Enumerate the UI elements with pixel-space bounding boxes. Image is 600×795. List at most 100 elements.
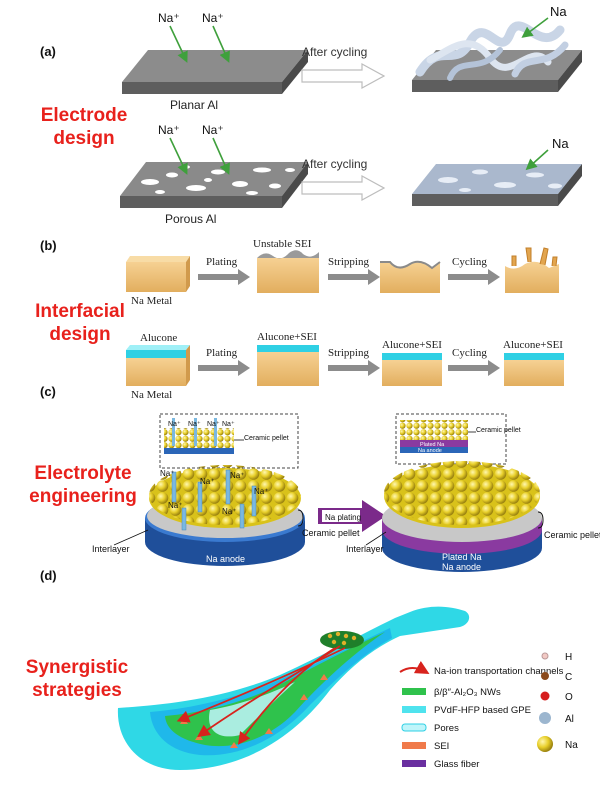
na-ion-label: Na⁺ bbox=[222, 507, 236, 516]
na-metal-label: Na Metal bbox=[131, 295, 172, 307]
section-title-electrode: Electrode design bbox=[24, 104, 144, 150]
panel-d: Na-ion transportation channels β/β″-Al₂O… bbox=[117, 606, 578, 770]
na-metal-block bbox=[126, 256, 190, 292]
section-title-electrolyte: Electrolyte engineering bbox=[8, 462, 158, 508]
atom-label: Na bbox=[565, 740, 578, 751]
legend: Na-ion transportation channels β/β″-Al₂O… bbox=[399, 660, 564, 770]
cycling-label: Cycling bbox=[452, 256, 487, 268]
atom-label: Al bbox=[565, 714, 574, 725]
section-title-synergistic: Synergistic strategies bbox=[12, 656, 142, 702]
na-ion-label: Na⁺ bbox=[160, 469, 174, 478]
ceramic-pellet-label: Ceramic pellet bbox=[544, 530, 600, 540]
stripping-label: Stripping bbox=[328, 347, 369, 359]
alucone-sei-label: Alucone+SEI bbox=[257, 331, 317, 343]
na-ion-label: Na⁺ bbox=[168, 501, 182, 510]
legend-swatch bbox=[402, 742, 426, 749]
disk-before: Na anode Na⁺ Na⁺ Na⁺ Na⁺ Na⁺ Na⁺ Ceramic… bbox=[92, 465, 360, 566]
cycling-arrow bbox=[448, 269, 500, 285]
unstable-sei-block bbox=[257, 250, 319, 293]
legend-swatch bbox=[399, 660, 430, 674]
na-ion-label: Na⁺ bbox=[158, 123, 180, 137]
na-ion-label: Na⁺ bbox=[188, 421, 201, 428]
na-anode-label: Na anode bbox=[182, 455, 206, 461]
plating-label: Plating bbox=[206, 256, 238, 268]
legend-swatch bbox=[402, 706, 426, 713]
uniform-na-slab bbox=[412, 164, 582, 206]
alucone-sei-label: Alucone+SEI bbox=[382, 339, 442, 351]
after-cycling-label: After cycling bbox=[302, 45, 367, 59]
stripping-arrow bbox=[328, 360, 380, 376]
planar-al-slab bbox=[122, 50, 308, 94]
stripped-block bbox=[380, 260, 441, 293]
panel-c: Na anode Na⁺ Na⁺ Na⁺ Na⁺ Ceramic pellet … bbox=[92, 413, 600, 572]
plating-label: Plating bbox=[206, 347, 238, 359]
na-ion-label: Na⁺ bbox=[202, 123, 224, 137]
legend-label: SEI bbox=[434, 741, 449, 752]
na-anode-label: Na anode bbox=[442, 562, 481, 572]
plated-na-label: Plated Na bbox=[442, 552, 482, 562]
panel-label-d: (d) bbox=[40, 568, 57, 583]
na-ion-label: Na⁺ bbox=[230, 471, 244, 480]
plated-na-label: Plated Na bbox=[420, 442, 445, 448]
legend-swatch bbox=[402, 688, 426, 695]
alucone-sei-block bbox=[257, 345, 319, 386]
atom-na bbox=[537, 736, 553, 752]
interlayer-label: Interlayer bbox=[346, 544, 384, 554]
na-ion-label: Na⁺ bbox=[207, 421, 220, 428]
legend-swatch bbox=[401, 723, 427, 732]
panel-label-a: (a) bbox=[40, 44, 56, 59]
na-ion-label: Na⁺ bbox=[158, 11, 180, 25]
dendritic-al-slab bbox=[412, 21, 582, 92]
legend-label: β/β″-Al₂O₃ NWs bbox=[434, 687, 501, 698]
atom-c bbox=[541, 672, 549, 680]
section-title-line: design bbox=[49, 324, 111, 345]
legend-label: PVdF-HFP based GPE bbox=[434, 705, 531, 716]
legend-label: Pores bbox=[434, 723, 459, 734]
cycling-arrow bbox=[448, 360, 500, 376]
na-label: Na bbox=[552, 136, 569, 151]
section-title-interfacial: Interfacial design bbox=[20, 300, 140, 346]
alucone-sei-label: Alucone+SEI bbox=[503, 339, 563, 351]
cycling-label: Cycling bbox=[452, 347, 487, 359]
porous-al-label: Porous Al bbox=[165, 212, 216, 226]
stripping-label: Stripping bbox=[328, 256, 369, 268]
legend-label: Glass fiber bbox=[434, 759, 479, 770]
na-ion-label: Na⁺ bbox=[200, 477, 214, 486]
section-title-line: engineering bbox=[29, 486, 137, 507]
ceramic-pellet-label: Ceramic pellet bbox=[476, 427, 521, 434]
na-metal-label: Na Metal bbox=[131, 389, 172, 401]
disk-after: Plated Na Na anode Ceramic pellet Interl… bbox=[346, 461, 600, 572]
inset-after: Plated Na Na anode Ceramic pellet bbox=[395, 413, 521, 465]
atom-label: C bbox=[565, 672, 572, 683]
planar-al-label: Planar Al bbox=[170, 98, 218, 112]
alucone-sei-block bbox=[504, 353, 564, 386]
na-label: Na bbox=[550, 4, 567, 19]
section-title-line: Synergistic bbox=[25, 657, 129, 678]
unstable-sei-label: Unstable SEI bbox=[253, 238, 312, 250]
panel-label-c: (c) bbox=[40, 384, 56, 399]
dendrite-block bbox=[505, 247, 559, 293]
alucone-na-block bbox=[126, 345, 190, 386]
na-plating-arrow: Na plating bbox=[318, 500, 386, 532]
na-plating-label: Na plating bbox=[325, 513, 361, 522]
atom-o bbox=[540, 691, 550, 701]
legend-swatch bbox=[402, 760, 426, 767]
porous-al-slab bbox=[120, 162, 308, 208]
section-title-line: strategies bbox=[32, 680, 122, 701]
after-cycling-label: After cycling bbox=[302, 157, 367, 171]
atom-key: H C O Al Na bbox=[537, 652, 578, 752]
na-ion-label: Na⁺ bbox=[254, 487, 268, 496]
plating-arrow bbox=[198, 269, 250, 285]
panel-b: Na Metal Plating Unstable SEI Stripping … bbox=[126, 238, 564, 401]
atom-label: O bbox=[565, 692, 573, 703]
plating-arrow bbox=[198, 360, 250, 376]
interlayer-label: Interlayer bbox=[92, 544, 130, 554]
ceramic-pellet-label: Ceramic pellet bbox=[244, 435, 289, 442]
na-anode-label: Na anode bbox=[418, 448, 442, 454]
section-title-line: design bbox=[53, 128, 115, 149]
panel-a: Na⁺ Na⁺ Planar Al After cycling Na bbox=[120, 4, 582, 226]
na-ion-label: Na⁺ bbox=[202, 11, 224, 25]
section-title-line: Electrolyte bbox=[34, 463, 132, 484]
section-title-line: Electrode bbox=[40, 105, 128, 126]
